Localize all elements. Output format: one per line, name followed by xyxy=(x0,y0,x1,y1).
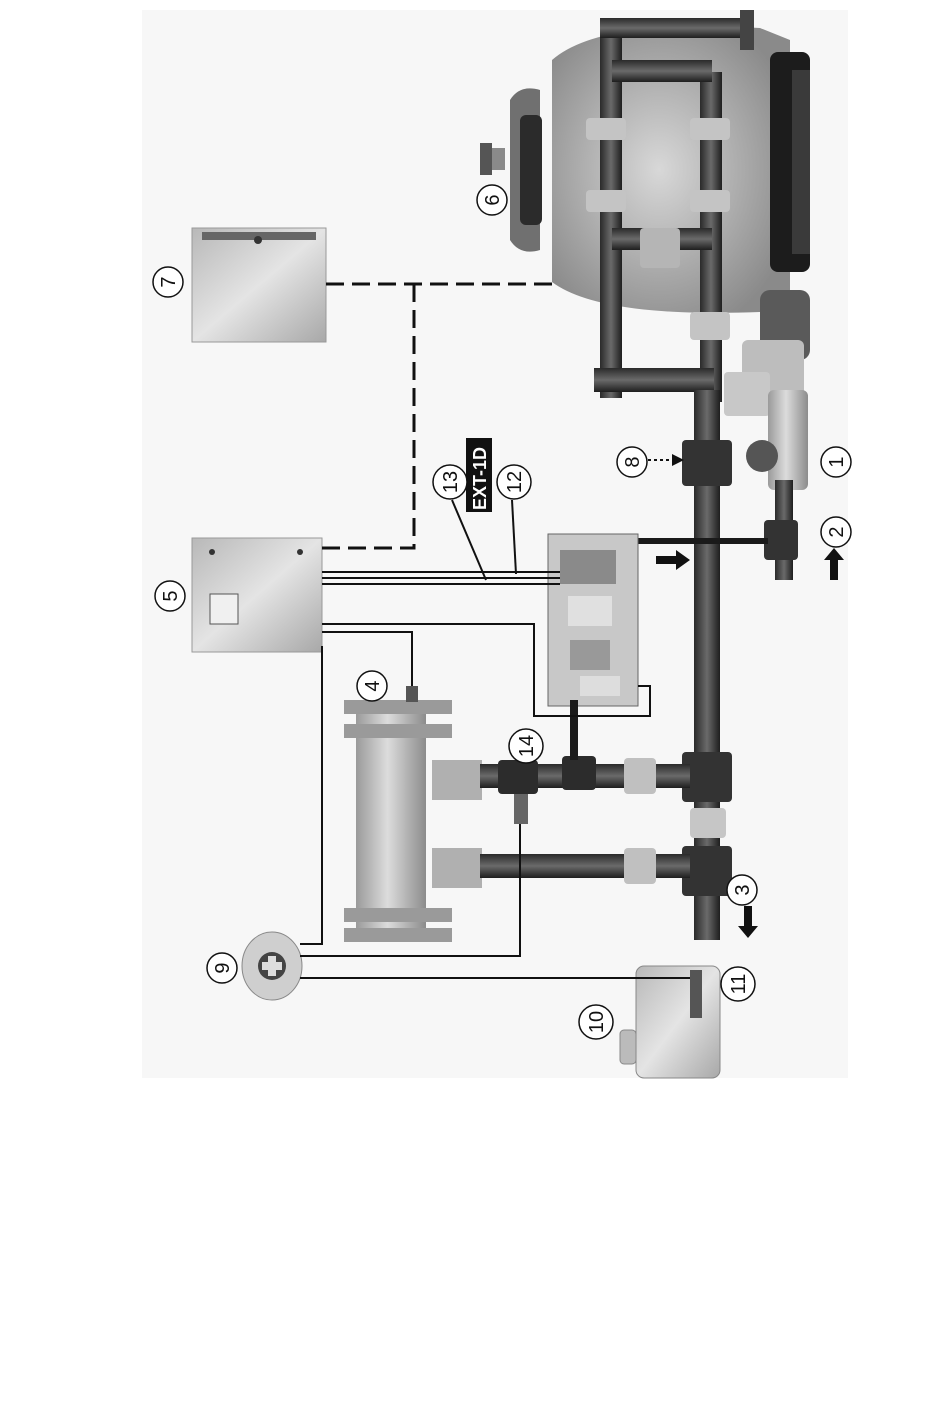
callout-11-text: 11 xyxy=(728,974,750,995)
callout-10-text: 10 xyxy=(586,1011,608,1033)
callout-5-text: 5 xyxy=(160,590,182,601)
callout-6: 6 xyxy=(477,185,507,215)
callout-7: 7 xyxy=(153,267,183,297)
callout-13-text: 13 xyxy=(440,471,462,493)
callout-8-text: 8 xyxy=(622,456,644,467)
callout-4: 4 xyxy=(357,671,387,701)
ext-1d-label: EXT-1D xyxy=(466,438,492,512)
callout-2-text: 2 xyxy=(826,526,848,537)
callout-10: 10 xyxy=(579,1005,613,1039)
callout-11: 11 xyxy=(721,967,755,1001)
ext-label-text: EXT-1D xyxy=(470,447,490,510)
electrical-panel xyxy=(192,228,326,342)
callout-14: 14 xyxy=(509,729,543,763)
dosing-pump xyxy=(242,932,302,1000)
callout-1-text: 1 xyxy=(826,456,848,467)
callout-1: 1 xyxy=(821,447,851,477)
callout-14-text: 14 xyxy=(516,735,538,757)
callout-12: 12 xyxy=(497,465,531,499)
callout-9-text: 9 xyxy=(212,962,234,973)
callout-12-text: 12 xyxy=(504,471,526,493)
callout-8: 8 xyxy=(617,447,647,477)
callout-9: 9 xyxy=(207,953,237,983)
probe-panel xyxy=(548,534,638,706)
callout-2: 2 xyxy=(821,517,851,547)
control-box xyxy=(192,538,322,652)
callout-6-text: 6 xyxy=(482,194,504,205)
callout-5: 5 xyxy=(155,581,185,611)
callout-7-text: 7 xyxy=(158,276,180,287)
callout-13: 13 xyxy=(433,465,467,499)
callout-3-text: 3 xyxy=(732,884,754,895)
callout-3: 3 xyxy=(727,875,757,905)
callout-4-text: 4 xyxy=(362,680,384,691)
